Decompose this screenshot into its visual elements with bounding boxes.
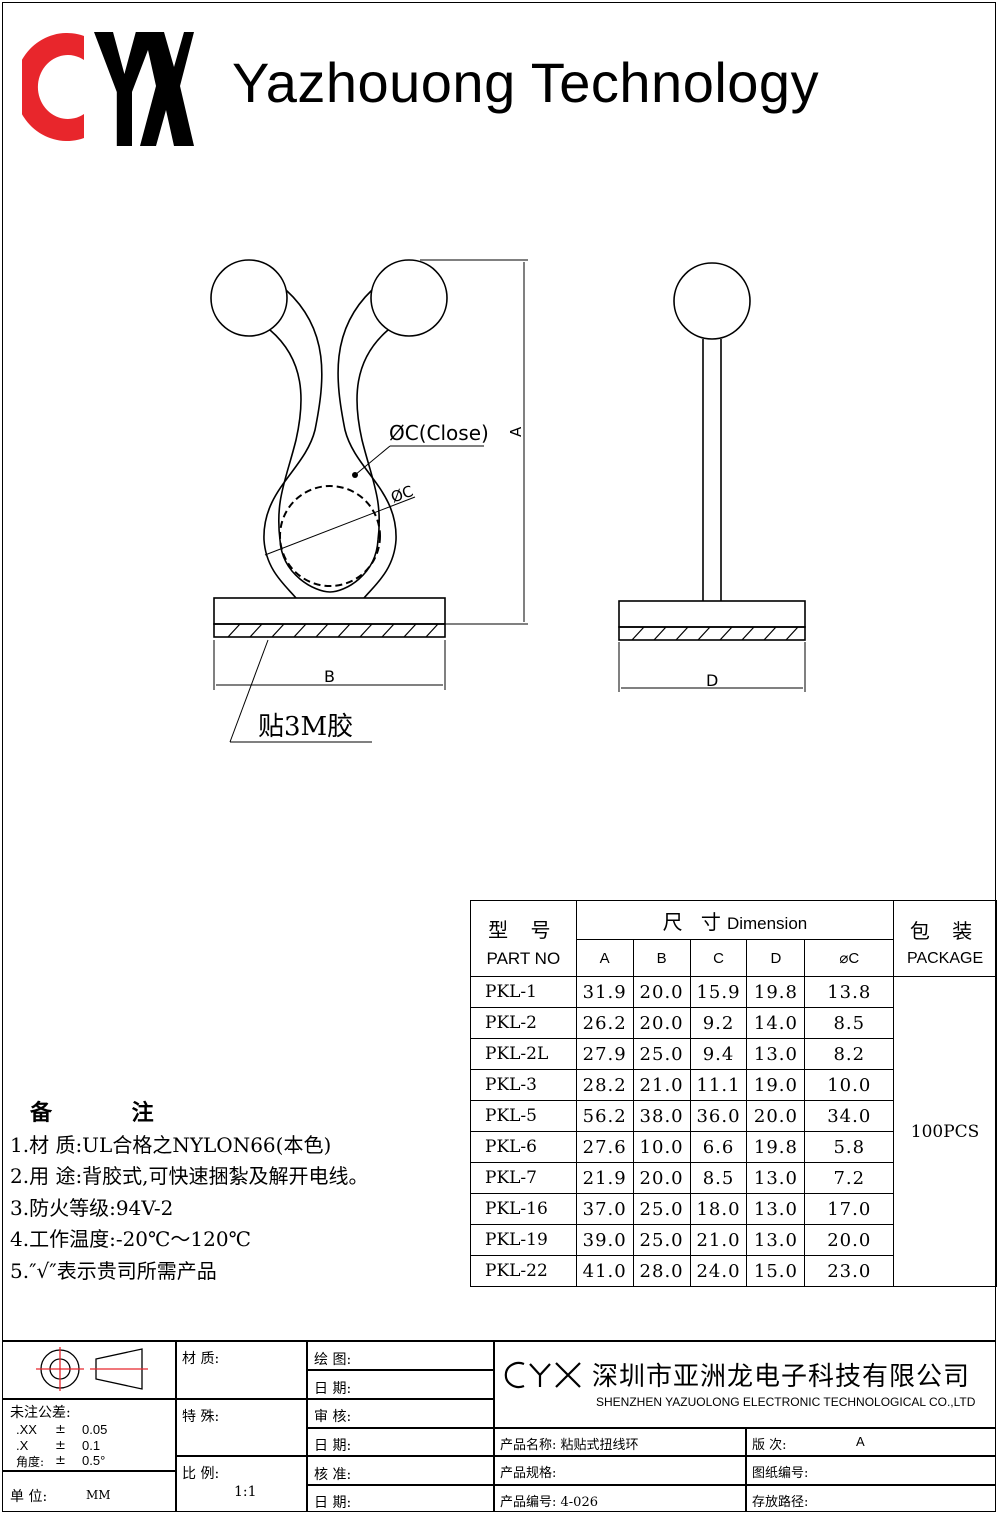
tolerance-title: 未注公差: <box>10 1405 71 1421</box>
note-item: 2.用 途:背胶式,可快速捆紮及解开电线。 <box>10 1164 369 1188</box>
product-name: 产品名称: 粘贴式扭线环 <box>500 1438 639 1453</box>
col-d: D <box>746 939 806 977</box>
tol-angle-pm: ± <box>55 1453 66 1468</box>
scale-value: 1:1 <box>234 1484 257 1500</box>
col-c: C <box>689 939 748 977</box>
review-label: 审 核: <box>314 1409 352 1425</box>
unit-label: 单 位: <box>10 1489 48 1505</box>
label-d: D <box>706 671 718 690</box>
package-value: 100PCS <box>893 976 997 1287</box>
special-label: 特 殊: <box>182 1409 220 1425</box>
tol-angle-label: 角度: <box>16 1455 45 1469</box>
tol-xx-value: 0.05 <box>82 1422 108 1437</box>
note-item: 1.材 质:UL合格之NYLON66(本色) <box>10 1132 332 1157</box>
header-part-no: 型 号 PART NO <box>470 900 577 977</box>
drawing-no: 图纸编号: <box>752 1466 809 1481</box>
scale-label: 比 例: <box>182 1466 220 1482</box>
product-spec: 产品规格: <box>500 1466 557 1481</box>
label-dc-close: ØC(Close) <box>389 421 489 445</box>
tol-x-pm: ± <box>55 1438 66 1453</box>
side-view-drawing: D <box>618 262 806 692</box>
date2-label: 日 期: <box>314 1438 352 1454</box>
storage-path: 存放路径: <box>752 1495 809 1510</box>
label-b: B <box>324 667 335 686</box>
header-dimension: 尺 寸Dimension <box>575 900 895 940</box>
dimension-table: 型 号 PART NO 尺 寸Dimension 包 装 PACKAGE A B… <box>470 900 997 1287</box>
tol-xx-label: .XX <box>16 1422 37 1437</box>
note-item: 4.工作温度:-20℃～120℃ <box>10 1227 251 1251</box>
label-a: A <box>507 426 525 437</box>
tol-angle-value: 0.5° <box>82 1453 106 1468</box>
note-item: 5.″√″表示贵司所需产品 <box>10 1258 217 1283</box>
product-no: 产品编号: 4-026 <box>500 1495 598 1510</box>
col-a: A <box>575 939 634 977</box>
company-name: Yazhouong Technology <box>232 51 820 114</box>
header-package: 包 装 PACKAGE <box>893 900 997 977</box>
company-cn: 深圳市亚洲龙电子科技有限公司 <box>592 1362 971 1392</box>
notes-section: 备 注 1.材 质:UL合格之NYLON66(本色) 2.用 途:背胶式,可快速… <box>10 1098 369 1287</box>
cyx-logo <box>22 32 194 146</box>
company-en-full: SHENZHEN YAZUOLONG ELECTRONIC TECHNOLOGI… <box>596 1395 976 1409</box>
cyx-small-logo <box>504 1361 581 1389</box>
col-dc: ⌀C <box>804 939 895 977</box>
label-dc: ØC <box>388 482 415 507</box>
col-b: B <box>632 939 691 977</box>
label-adhesive: 贴3M胶 <box>258 712 353 742</box>
date3-label: 日 期: <box>314 1495 352 1511</box>
tol-x-value: 0.1 <box>82 1438 101 1453</box>
material-label: 材 质: <box>182 1351 220 1367</box>
note-item: 3.防火等级:94V-2 <box>10 1195 174 1220</box>
version-value: A <box>856 1434 865 1449</box>
unit-value: MM <box>86 1488 111 1502</box>
front-view-drawing: ØC(Close) ØC A B 贴3M胶 <box>210 259 528 743</box>
draw-label: 绘 图: <box>314 1352 352 1368</box>
tol-xx-pm: ± <box>55 1422 66 1437</box>
version-label: 版 次: <box>752 1438 787 1453</box>
tol-x-label: .X <box>16 1438 29 1453</box>
date1-label: 日 期: <box>314 1381 352 1397</box>
projection-symbol-icon <box>36 1347 148 1391</box>
notes-title: 备 注 <box>30 1100 190 1126</box>
approve-label: 核 准: <box>314 1467 352 1483</box>
